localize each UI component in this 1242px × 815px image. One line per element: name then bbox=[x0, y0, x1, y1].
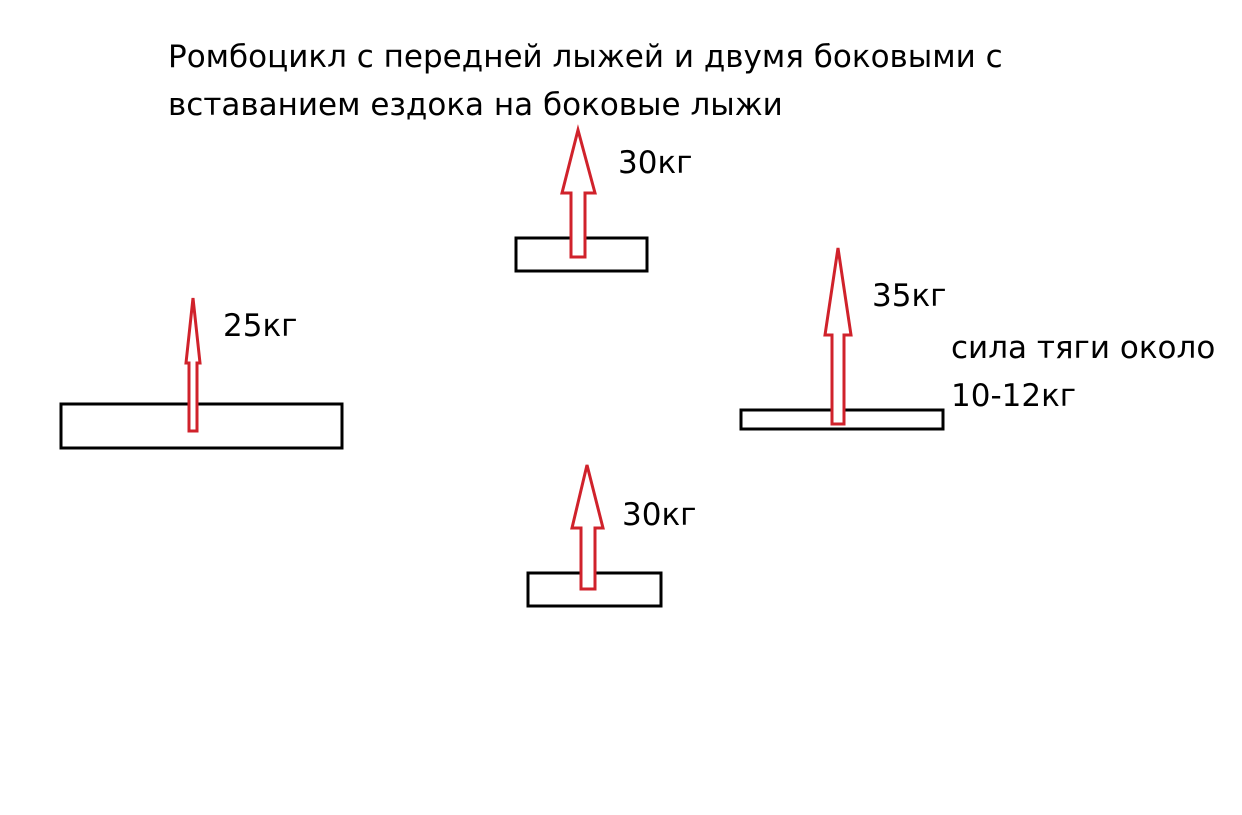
left-side-ski bbox=[59, 402, 344, 450]
rear-load-label: 30кг bbox=[622, 497, 697, 533]
diagram-title-line-1: Ромбоцикл с передней лыжей и двумя боков… bbox=[168, 39, 1003, 75]
rear-load-arrow bbox=[570, 464, 605, 591]
front-load-label: 30кг bbox=[618, 145, 693, 181]
right-load-arrow bbox=[823, 247, 853, 426]
left-load-arrow bbox=[184, 297, 202, 433]
front-load-arrow bbox=[560, 124, 597, 259]
thrust-label-line-1: сила тяги около bbox=[951, 330, 1216, 366]
left-load-label: 25кг bbox=[223, 308, 298, 344]
thrust-label-line-2: 10-12кг bbox=[951, 378, 1077, 414]
right-load-label: 35кг bbox=[872, 278, 947, 314]
diagram-title-line-2: вставанием ездока на боковые лыжи bbox=[168, 87, 783, 123]
